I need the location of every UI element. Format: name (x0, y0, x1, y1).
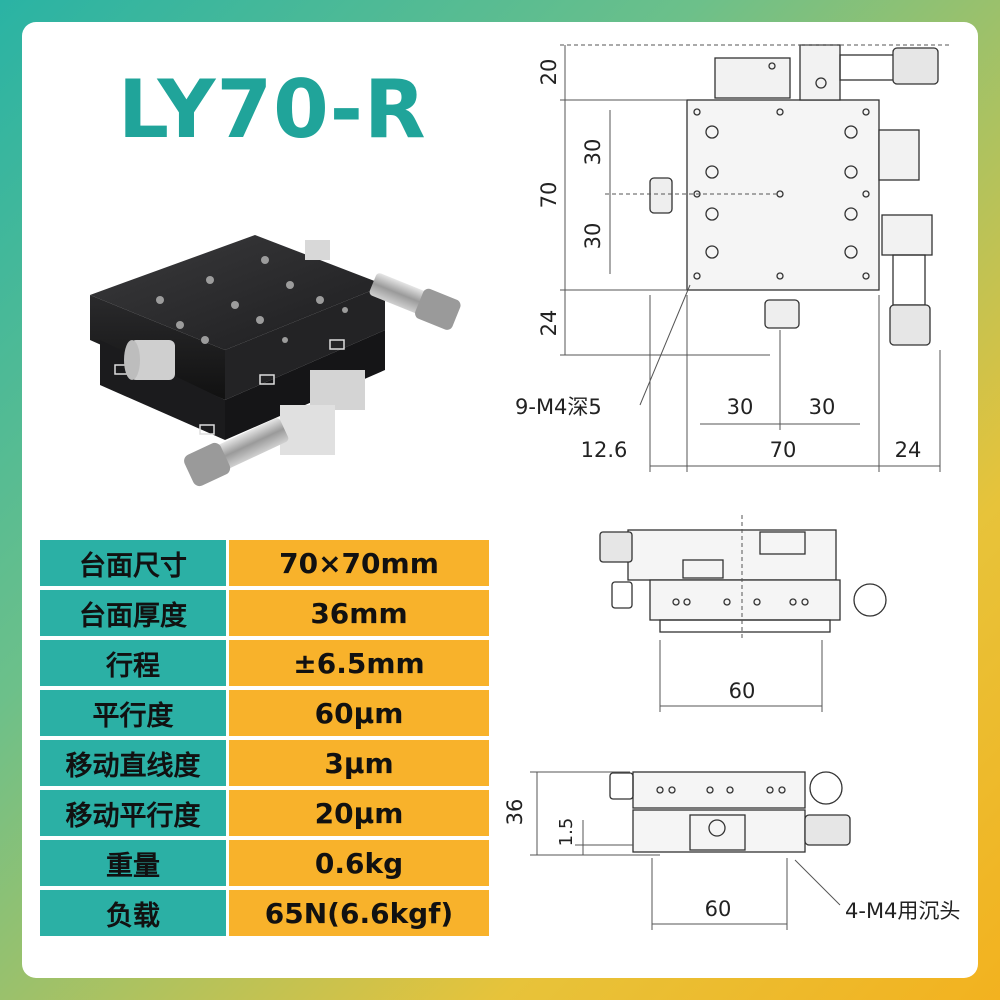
bottom-dim-60: 60 (705, 897, 732, 921)
product-photo (90, 235, 461, 487)
spec-value: 36mm (226, 590, 489, 636)
side-view-dimensions (659, 515, 823, 712)
dim-70-vertical: 70 (537, 182, 561, 209)
spec-label: 行程 (40, 640, 226, 686)
side-view-drawing (599, 529, 887, 633)
bottom-dim-1-5: 1.5 (556, 818, 577, 847)
spec-value: 20μm (226, 790, 489, 836)
side-dim-60: 60 (729, 679, 756, 703)
spec-label: 台面尺寸 (40, 540, 226, 586)
spec-value: ±6.5mm (226, 640, 489, 686)
spec-value: 60μm (226, 690, 489, 736)
dim-30-right: 30 (809, 395, 836, 419)
dim-24-horizontal: 24 (895, 438, 922, 462)
spec-value: 65N(6.6kgf) (226, 890, 489, 936)
top-view-dimensions (560, 44, 950, 472)
dim-30-lower: 30 (581, 223, 605, 250)
spec-row: 行程±6.5mm (40, 640, 489, 686)
spec-label: 负载 (40, 890, 226, 936)
dim-70-horizontal: 70 (770, 438, 797, 462)
top-view-drawing (649, 44, 939, 346)
bottom-view-drawing (609, 771, 851, 853)
dim-30-upper: 30 (581, 139, 605, 166)
dim-30-left: 30 (727, 395, 754, 419)
spec-label: 移动平行度 (40, 790, 226, 836)
bottom-view-dimensions (530, 771, 841, 930)
bottom-dim-36: 36 (503, 799, 527, 826)
product-title: LY70-R (118, 63, 427, 156)
hole-callout: 9-M4深5 (515, 395, 602, 419)
dim-12-6: 12.6 (581, 438, 628, 462)
dim-top: 20 (537, 59, 561, 86)
spec-value: 0.6kg (226, 840, 489, 886)
spec-label: 重量 (40, 840, 226, 886)
spec-label: 移动直线度 (40, 740, 226, 786)
mount-callout: 4-M4用沉头 (845, 899, 960, 923)
spec-label: 台面厚度 (40, 590, 226, 636)
dim-24-vertical: 24 (537, 310, 561, 337)
spec-value: 3μm (226, 740, 489, 786)
spec-label: 平行度 (40, 690, 226, 736)
spec-value: 70×70mm (226, 540, 489, 586)
